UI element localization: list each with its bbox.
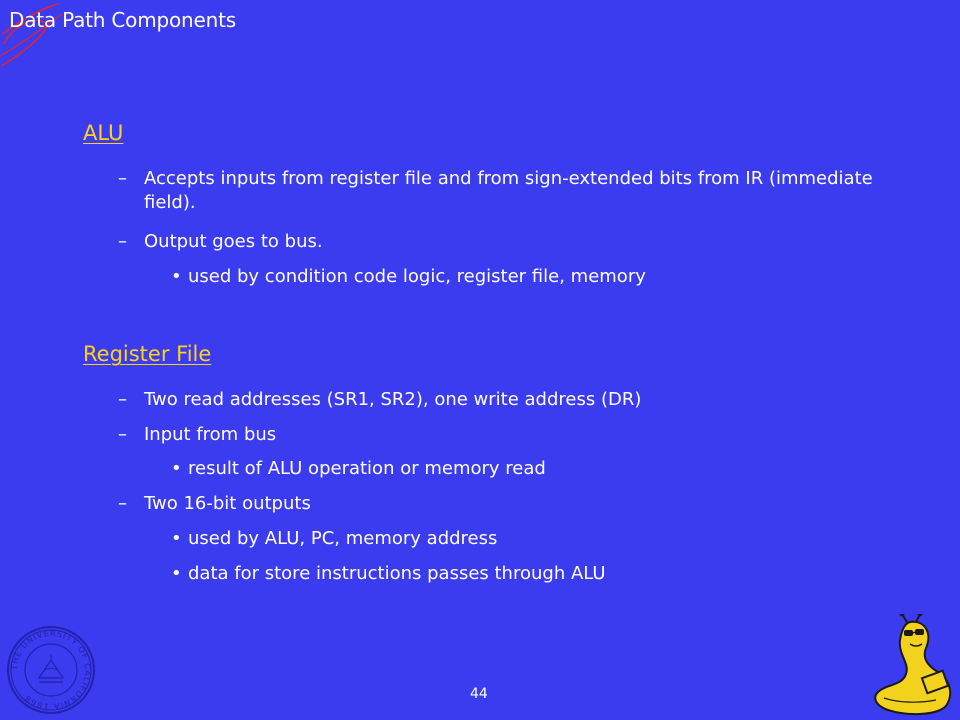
section-heading-register-file: Register File xyxy=(83,342,212,366)
bullet-marker: • xyxy=(171,458,182,479)
list-item-text: Output goes to bus. xyxy=(144,231,323,252)
bullet-marker: • xyxy=(171,266,182,287)
list-item-text: result of ALU operation or memory read xyxy=(188,458,546,479)
slide-title: Data Path Components xyxy=(9,8,236,32)
dash-marker: – xyxy=(118,168,127,189)
list-item-text: data for store instructions passes throu… xyxy=(188,563,606,584)
red-scribble-icon xyxy=(0,3,63,67)
dash-marker: – xyxy=(118,231,127,252)
dash-marker: – xyxy=(118,389,127,410)
banana-slug-mascot-icon xyxy=(874,614,952,716)
list-item-text: Two read addresses (SR1, SR2), one write… xyxy=(144,389,642,410)
list-item-text: Input from bus xyxy=(144,424,277,445)
bullet-marker: • xyxy=(171,528,182,549)
list-item-text: used by condition code logic, register f… xyxy=(188,266,646,287)
section-heading-alu: ALU xyxy=(83,121,124,145)
university-seal-icon: THE UNIVERSITY OF CALIFORNIA 1868 xyxy=(7,626,95,714)
svg-text:THE UNIVERSITY OF CALIFORNIA 1: THE UNIVERSITY OF CALIFORNIA 1868 xyxy=(10,629,92,711)
list-item-text: used by ALU, PC, memory address xyxy=(188,528,498,549)
list-item-text: Accepts inputs from register file and fr… xyxy=(144,168,873,213)
dash-marker: – xyxy=(118,493,127,514)
list-item-text: Two 16-bit outputs xyxy=(144,493,311,514)
seal-text: THE UNIVERSITY OF CALIFORNIA 1868 xyxy=(10,629,91,711)
dash-marker: – xyxy=(118,424,127,445)
bullet-marker: • xyxy=(171,563,182,584)
page-number: 44 xyxy=(470,686,488,702)
